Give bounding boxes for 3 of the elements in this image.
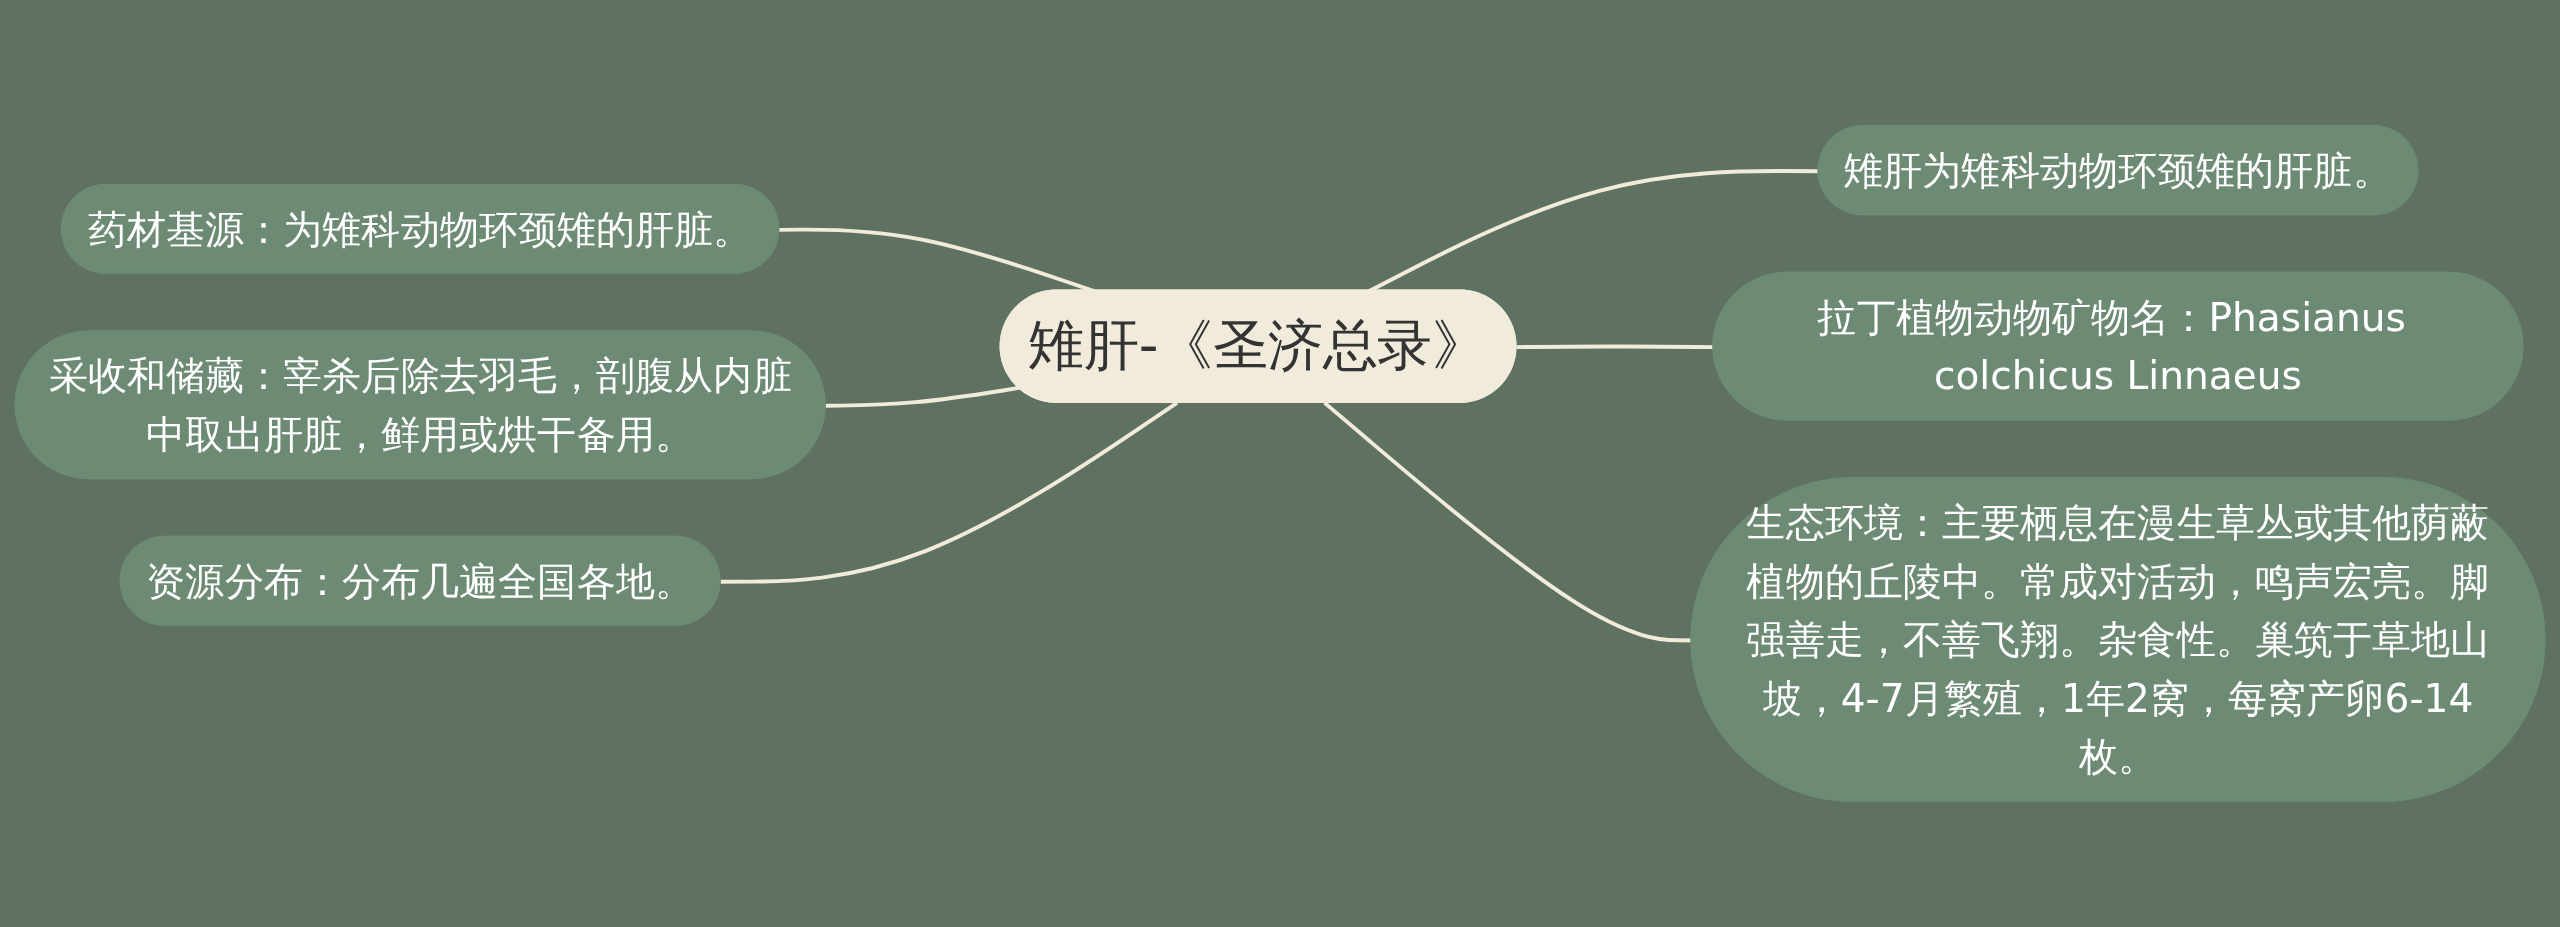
connector xyxy=(1516,344,1715,350)
connector xyxy=(825,385,1020,408)
connector xyxy=(720,401,1179,584)
